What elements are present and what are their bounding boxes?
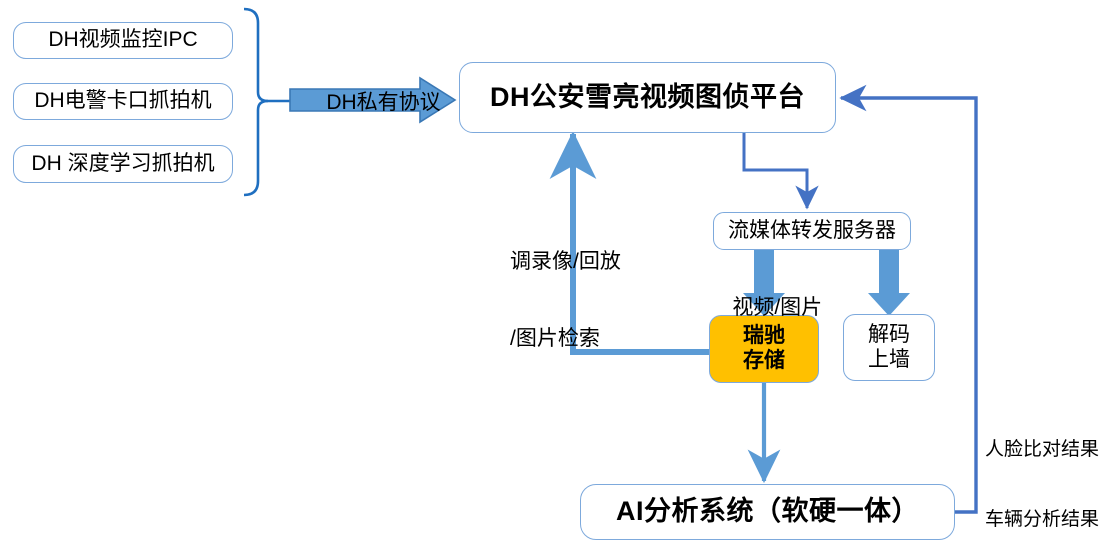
decode-box-label-line2: 上墙 [868, 347, 910, 371]
edge-label-protocol: DH私有协议 [303, 64, 441, 141]
device-box-ipc-label: DH视频监控IPC [48, 28, 198, 52]
analysis-result-face: 人脸比对结果 [985, 439, 1100, 461]
device-box-deep-learning-capture[interactable]: DH 深度学习抓拍机 [13, 145, 233, 183]
arrow-stream-server-to-decode [868, 249, 910, 316]
stream-server-box-label: 流媒体转发服务器 [728, 218, 896, 242]
device-box-traffic-capture-label: DH电警卡口抓拍机 [34, 89, 212, 113]
edge-label-analysis-results: 人脸比对结果 车辆分析结果 人行分析结果 …… [985, 392, 1099, 546]
platform-box-label: DH公安雪亮视频图侦平台 [490, 81, 805, 112]
edge-label-retrieve: 调录像/回放 /图片检索 [510, 198, 621, 403]
storage-box[interactable]: 瑞驰 存储 [709, 315, 819, 383]
decode-box[interactable]: 解码 上墙 [843, 314, 935, 381]
arrow-ai-to-platform [839, 84, 978, 514]
device-box-ipc[interactable]: DH视频监控IPC [13, 22, 233, 59]
edge-label-retrieve-line1: 调录像/回放 [510, 250, 621, 274]
decode-box-label-line1: 解码 [868, 322, 910, 346]
storage-box-label-line1: 瑞驰 [743, 324, 785, 348]
device-box-traffic-capture[interactable]: DH电警卡口抓拍机 [13, 83, 233, 120]
ai-system-box-label: AI分析系统（软硬一体） [616, 496, 919, 527]
edge-label-retrieve-line2: /图片检索 [510, 327, 600, 351]
platform-box[interactable]: DH公安雪亮视频图侦平台 [459, 62, 836, 133]
analysis-result-vehicle: 车辆分析结果 [985, 508, 1100, 530]
ai-system-box[interactable]: AI分析系统（软硬一体） [580, 484, 955, 540]
edge-label-video-image-text: 视频/图片 [732, 295, 823, 319]
stream-server-box[interactable]: 流媒体转发服务器 [713, 212, 911, 250]
storage-box-label-line2: 存储 [743, 349, 785, 372]
device-box-deep-learning-capture-label: DH 深度学习抓拍机 [31, 151, 215, 175]
edge-label-protocol-text: DH私有协议 [326, 90, 441, 114]
edge-label-video-image: 视频/图片 [709, 269, 822, 346]
arrow-platform-to-stream-server [742, 130, 819, 210]
device-group-brace [243, 7, 290, 197]
